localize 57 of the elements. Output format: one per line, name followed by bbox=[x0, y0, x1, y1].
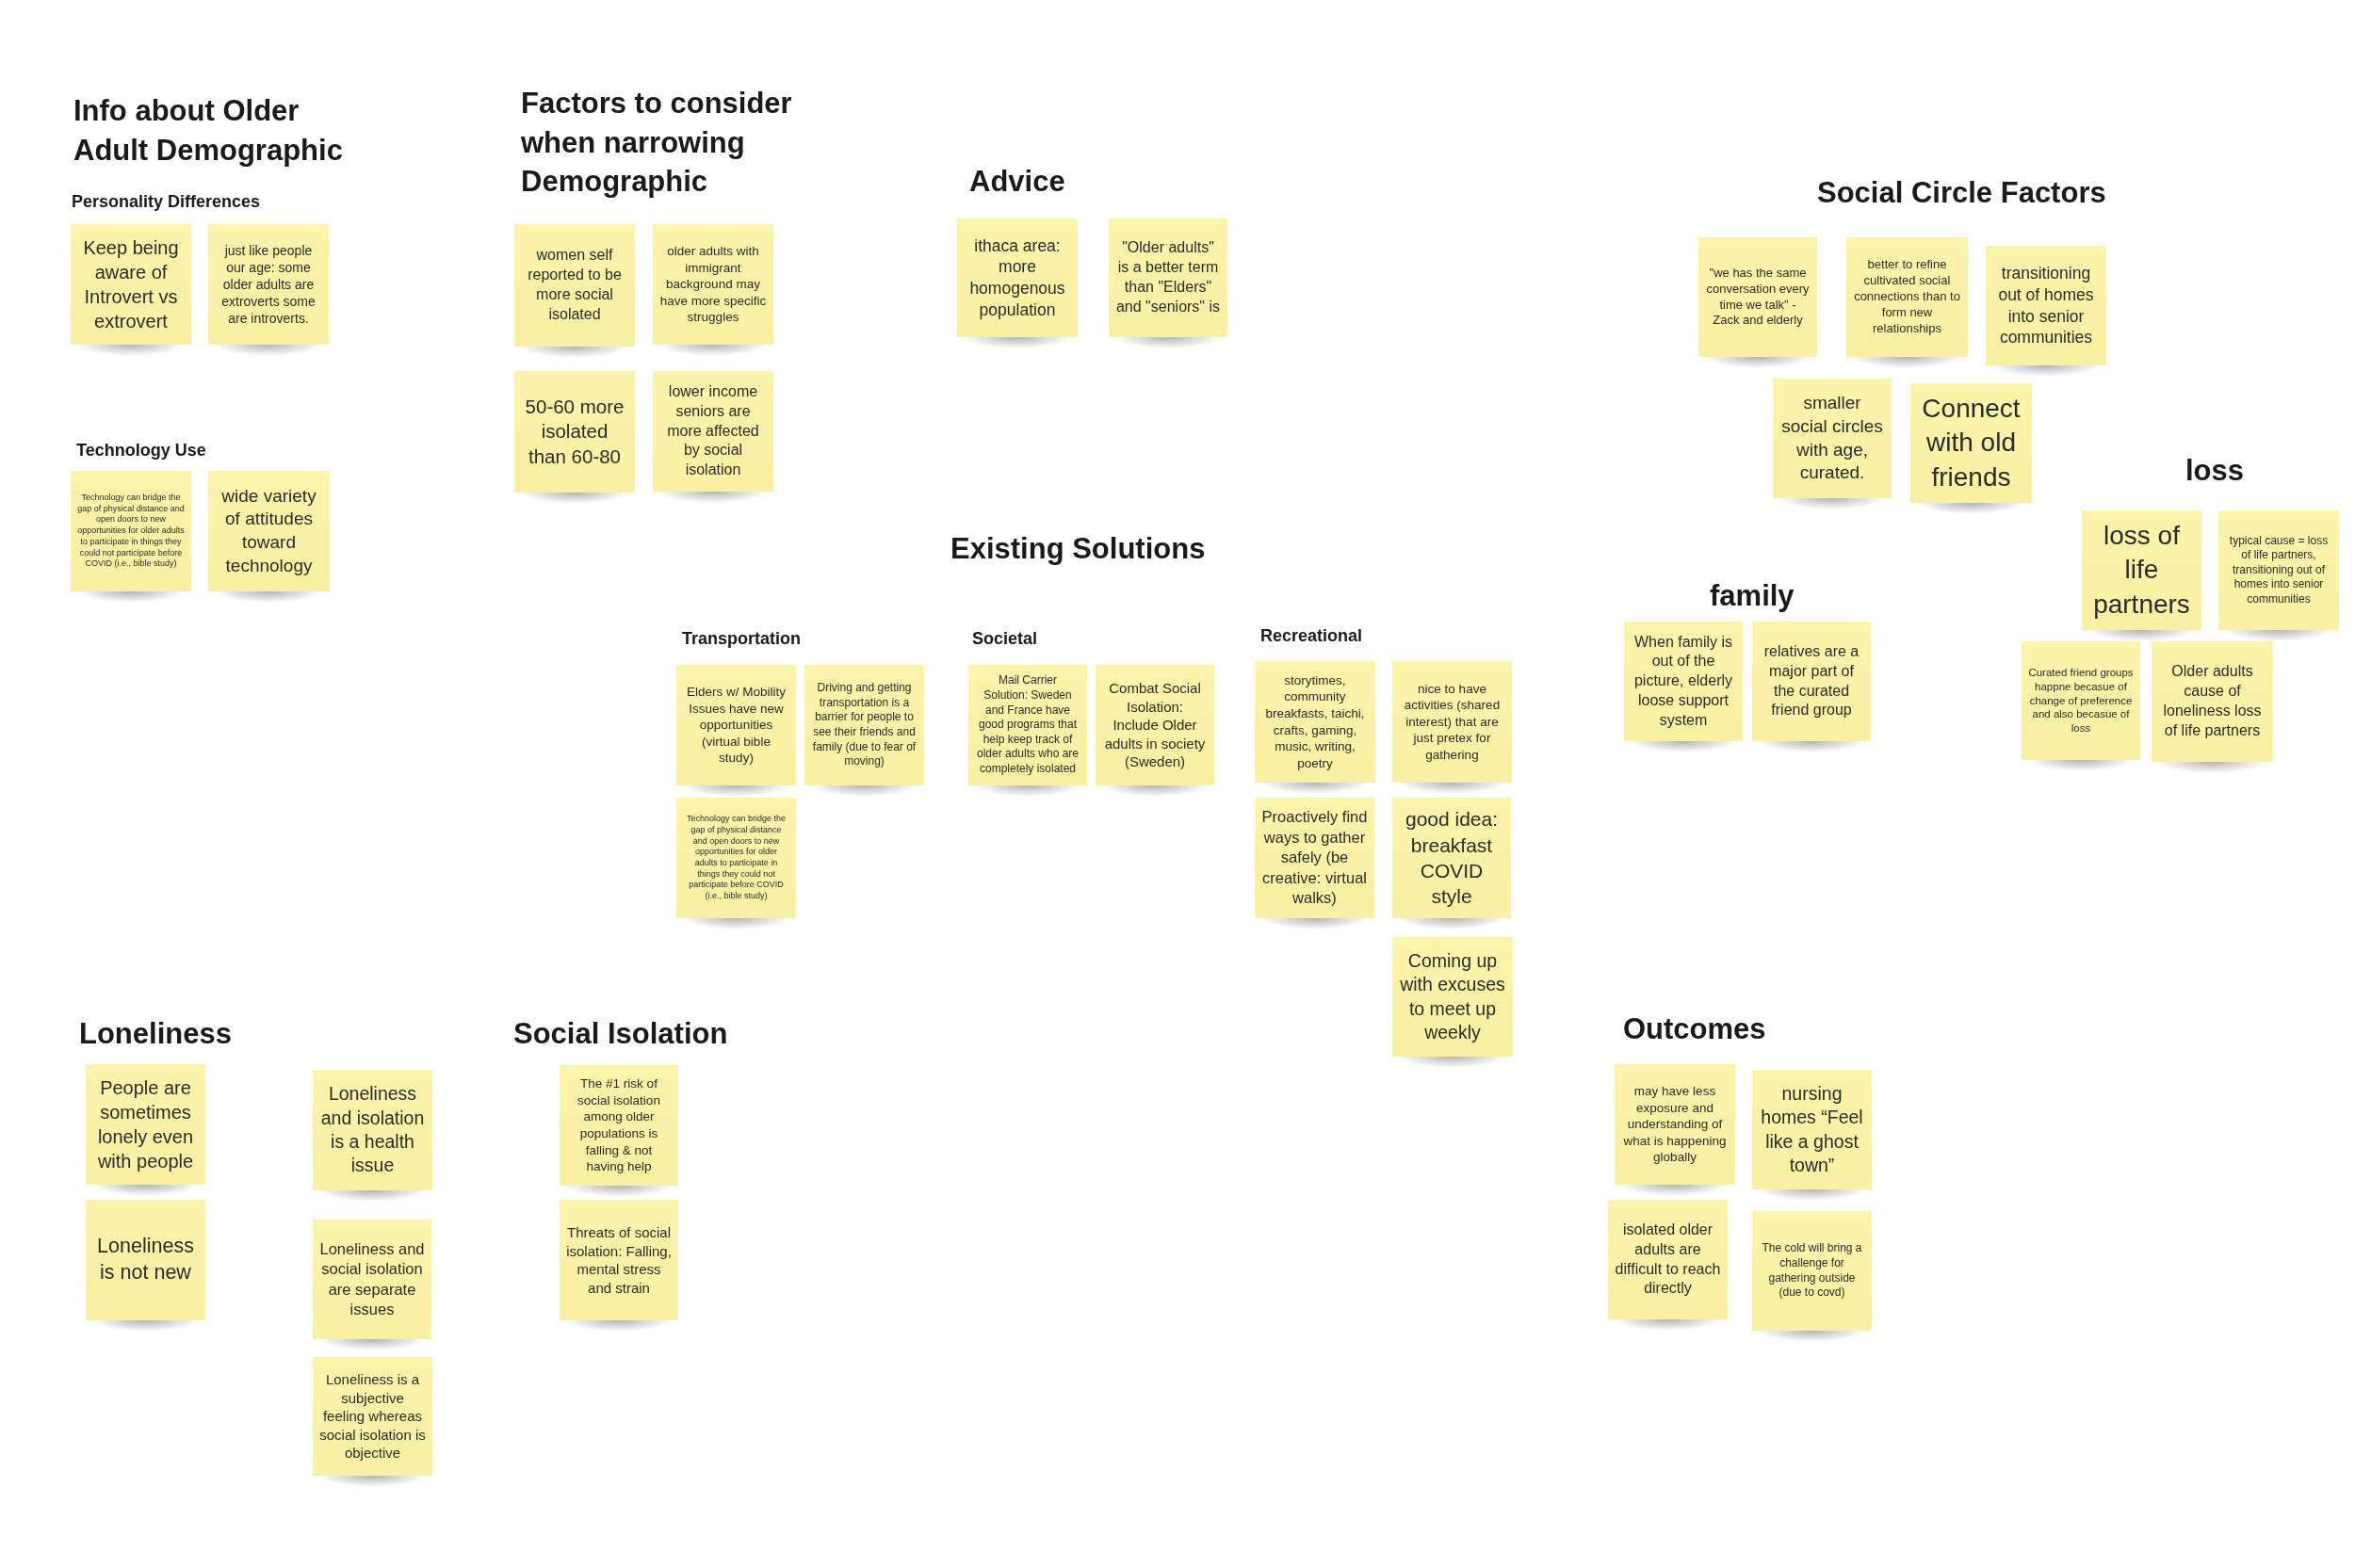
group-heading: family bbox=[1710, 578, 1795, 614]
sticky-note: good idea: breakfast COVID style bbox=[1392, 798, 1511, 929]
sticky-note: Combat Social Isolation: Include Older adults in society (Sweden) bbox=[1096, 665, 1214, 797]
sticky-note: The cold will bring a challenge for gathering outside (due to covd) bbox=[1752, 1211, 1872, 1342]
sticky-note: typical cause = loss of life partners, transitioning out of homes into senior communities bbox=[2218, 510, 2339, 641]
sticky-note: relatives are a major part of the curated friend group bbox=[1752, 622, 1871, 752]
sticky-note: loss of life partners bbox=[2082, 510, 2201, 641]
sticky-note: just like people our age: some older adults are extroverts some are introverts. bbox=[208, 224, 329, 356]
subgroup-heading: Transportation bbox=[682, 628, 801, 650]
sticky-note: Technology can bridge the gap of physical distance and open doors to new opportunities for older adults to participate in things they could not participate before COVID (i.e., bible study) bbox=[676, 798, 796, 929]
sticky-note: Loneliness is not new bbox=[86, 1200, 205, 1332]
sticky-note: nursing homes “Feel like a ghost town” bbox=[1752, 1070, 1872, 1201]
sticky-note: lower income seniors are more affected by social isolation bbox=[653, 371, 773, 503]
sticky-note: Older adults cause of loneliness loss of life partners bbox=[2152, 641, 2273, 773]
sticky-note: Proactively find ways to gather safely (be creative: virtual walks) bbox=[1255, 798, 1374, 929]
sticky-note: Threats of social isolation: Falling, mental stress and strain bbox=[560, 1200, 678, 1332]
group-heading: Existing Solutions bbox=[950, 531, 1206, 567]
sticky-note: Mail Carrier Solution: Sweden and France have good programs that help keep track of older adults who are completely isolated bbox=[968, 665, 1087, 797]
group-heading: Social Circle Factors bbox=[1817, 175, 2106, 211]
sticky-note: wide variety of attitudes toward technology bbox=[208, 471, 330, 603]
subgroup-heading: Personality Differences bbox=[72, 191, 261, 213]
group-heading: Advice bbox=[969, 164, 1065, 200]
group-heading: Info about Older Adult Demographic bbox=[73, 93, 344, 169]
sticky-note: "Older adults" is a better term than "Elders" and "seniors" is bbox=[1109, 218, 1227, 348]
sticky-note: Driving and getting transportation is a barrier for people to see their friends and family (due to fear of moving) bbox=[804, 665, 924, 797]
sticky-note: isolated older adults are difficult to reach directly bbox=[1608, 1200, 1728, 1331]
sticky-note: Loneliness and isolation is a health issue bbox=[313, 1070, 432, 1202]
sticky-note: Loneliness is a subjective feeling whereas social isolation is objective bbox=[313, 1357, 432, 1487]
sticky-note: Keep being aware of Introvert vs extrovert bbox=[71, 224, 191, 356]
group-heading: Factors to consider when narrowing Demographic bbox=[521, 86, 793, 201]
sticky-note: "we has the same conversation every time we talk" - Zack and elderly bbox=[1698, 237, 1817, 368]
group-heading: Outcomes bbox=[1623, 1011, 1766, 1047]
sticky-note: People are sometimes lonely even with people bbox=[86, 1064, 205, 1196]
sticky-note: better to refine cultivated social connections than to form new relationships bbox=[1846, 237, 1968, 368]
sticky-note: women self reported to be more social isolated bbox=[514, 224, 635, 358]
sticky-note: nice to have activities (shared interest) that are just pretex for gathering bbox=[1392, 661, 1512, 794]
group-heading: Loneliness bbox=[79, 1016, 232, 1052]
subgroup-heading: Societal bbox=[972, 628, 1038, 650]
sticky-note: Loneliness and social isolation are separate issues bbox=[313, 1220, 431, 1350]
sticky-note: The #1 risk of social isolation among older populations is falling & not having help bbox=[560, 1065, 678, 1197]
sticky-note: may have less exposure and understanding of what is happening globally bbox=[1615, 1064, 1735, 1196]
sticky-note: storytimes, community breakfasts, taichi, crafts, gaming, music, writing, poetry bbox=[1255, 661, 1375, 794]
sticky-note: Technology can bridge the gap of physical distance and open doors to new opportunities for older adults to participate in things they could not participate before COVID (i.e., bible study) bbox=[71, 471, 191, 603]
sticky-note: ithaca area: more homogenous population bbox=[957, 218, 1078, 348]
sticky-note: transitioning out of homes into senior communities bbox=[1986, 246, 2106, 377]
sticky-note: smaller social circles with age, curated. bbox=[1773, 379, 1892, 509]
subgroup-heading: Technology Use bbox=[76, 440, 206, 461]
sticky-note: Curated friend groups happne becasue of change of preference and also becasue of loss bbox=[2022, 641, 2140, 771]
sticky-note: Elders w/ Mobility Issues have new opportunities (virtual bible study) bbox=[676, 665, 796, 797]
sticky-note: Connect with old friends bbox=[1910, 383, 2032, 514]
subgroup-heading: Recreational bbox=[1260, 625, 1363, 647]
group-heading: Social Isolation bbox=[513, 1016, 728, 1052]
sticky-note: Coming up with excuses to meet up weekly bbox=[1392, 937, 1513, 1068]
group-heading: loss bbox=[2185, 453, 2245, 489]
sticky-note: 50-60 more isolated than 60-80 bbox=[514, 371, 635, 504]
sticky-note: When family is out of the picture, elderly loose support system bbox=[1624, 622, 1743, 752]
sticky-note: older adults with immigrant background may have more specific struggles bbox=[653, 224, 773, 356]
